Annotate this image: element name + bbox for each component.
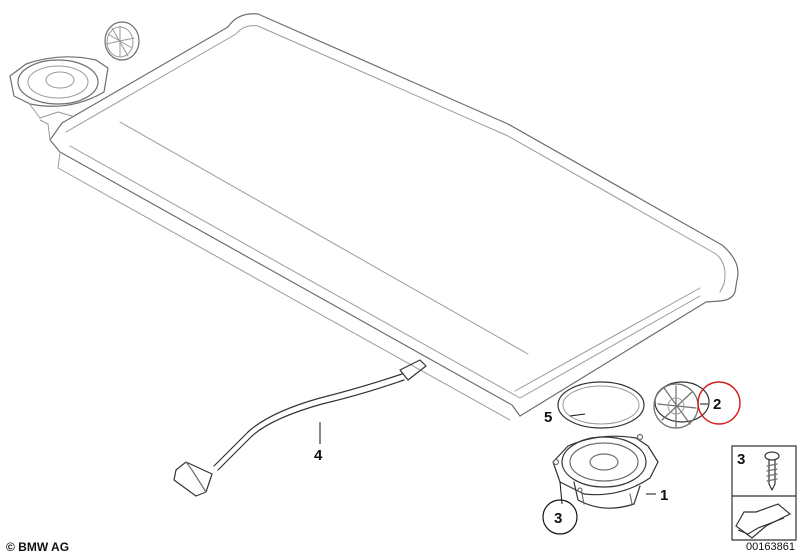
copyright-text: © BMW AG <box>6 540 70 554</box>
svg-text:5: 5 <box>544 409 552 426</box>
callout-4: 4 <box>314 447 323 464</box>
svg-text:4: 4 <box>314 447 323 464</box>
screw-legend-box <box>731 445 797 541</box>
callout-1: 1 <box>660 487 668 504</box>
screw-icon <box>764 451 780 491</box>
callout-3-ring <box>542 499 578 535</box>
svg-text:2: 2 <box>713 396 721 413</box>
speaker-grille-background <box>104 21 140 61</box>
speaker-grille <box>653 381 710 429</box>
svg-text:3: 3 <box>554 510 562 527</box>
callout-2-highlight-ring <box>697 381 741 425</box>
svg-text:3: 3 <box>737 451 745 468</box>
arrow-icon <box>735 503 792 539</box>
document-number: 00163861 <box>746 541 795 553</box>
callout-2: 2 <box>697 381 741 425</box>
gasket-ring <box>557 381 645 429</box>
legend-callout-3: 3 <box>737 451 745 468</box>
speaker-cable <box>173 359 427 497</box>
speaker-background <box>9 56 109 119</box>
svg-text:1: 1 <box>660 487 668 504</box>
speaker <box>552 433 659 509</box>
callout-3: 3 <box>542 499 578 535</box>
leader-lines <box>319 403 708 505</box>
parcel-shelf <box>39 13 739 421</box>
callout-5: 5 <box>544 409 552 426</box>
